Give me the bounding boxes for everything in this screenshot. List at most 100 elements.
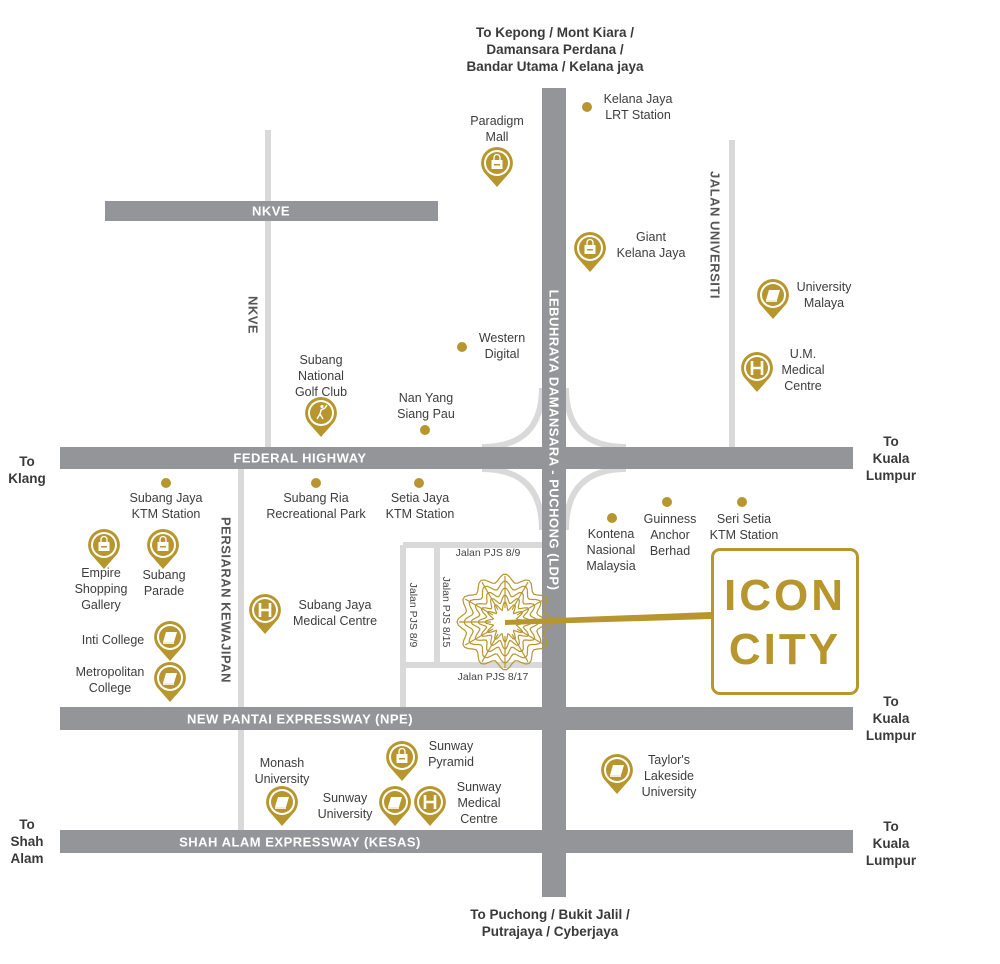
street-label: Jalan PJS 8/9: [455, 547, 521, 559]
place-label-line: LRT Station: [605, 108, 671, 122]
ldp-highway: [542, 88, 566, 897]
place-label-line: Sunway: [428, 739, 474, 753]
place-label-line: Kontena: [587, 527, 635, 541]
location-dot-icon: [737, 497, 747, 507]
place-label-line: Malaya: [803, 296, 845, 310]
shopping-bag-icon: [145, 527, 181, 571]
npe-highway: [60, 707, 853, 730]
shopping-bag-icon: [384, 739, 420, 783]
place-label-line: Guinness: [643, 512, 697, 526]
map-pin: [145, 527, 181, 571]
jalan-universiti-label: JALAN UNIVERSITI: [707, 171, 723, 299]
place-label-line: Setia Jaya: [390, 491, 450, 505]
place-label-line: University: [641, 785, 697, 799]
map-pin: [599, 752, 635, 796]
location-dot-icon: [607, 513, 617, 523]
logo-spoke: [481, 581, 499, 611]
npe-label: NEW PANTAI EXPRESSWAY (NPE): [186, 711, 414, 727]
place-label-line: Sunway: [322, 791, 368, 805]
place-label-line: National: [298, 369, 344, 383]
book-icon: [377, 784, 413, 828]
place-label-line: Metropolitan: [75, 665, 145, 679]
place-label-line: University: [254, 772, 310, 786]
place-label-line: Giant: [636, 230, 666, 244]
place-label-line: Lakeside: [643, 769, 695, 783]
place-label-line: Medical: [781, 363, 825, 377]
place-label-line: Anchor: [650, 528, 690, 542]
logo-spoke: [516, 598, 546, 616]
icon-city-callout: ICON CITY: [711, 548, 859, 695]
location-dot-icon: [582, 102, 592, 112]
logo-spoke: [481, 633, 499, 663]
logo-spoke: [511, 633, 529, 663]
project-name-line2: CITY: [728, 625, 842, 674]
place-label-line: Inti College: [81, 633, 145, 647]
place-label-line: Shopping: [74, 582, 128, 596]
destination-north: To Kepong / Mont Kiara /Damansara Perdan…: [466, 25, 644, 74]
map-pin: [152, 619, 188, 663]
place-label-line: Paradigm: [470, 114, 524, 128]
map-pin: [412, 784, 448, 828]
map-pin: [755, 277, 791, 321]
nkve-vertical-label: NKVE: [245, 295, 261, 335]
place-label-line: Siang Pau: [397, 407, 455, 421]
place-label-line: KTM Station: [709, 528, 779, 542]
place-label-line: KTM Station: [385, 507, 455, 521]
interchange-ramp: [563, 387, 627, 450]
place-label-line: Centre: [460, 812, 498, 826]
shopping-bag-icon: [479, 145, 515, 189]
book-icon: [755, 277, 791, 321]
kesas-label: SHAH ALAM EXPRESSWAY (KESAS): [179, 834, 421, 850]
map-pin: [303, 395, 339, 439]
ldp-label: LEBUHRAYA DAMANSARA - PUCHONG (LDP): [546, 289, 562, 591]
place-label-line: Golf Club: [294, 385, 348, 399]
nkve-label: NKVE: [251, 203, 291, 219]
book-icon: [599, 752, 635, 796]
book-icon: [152, 619, 188, 663]
place-label-line: Malaysia: [586, 559, 636, 573]
place-label-line: Centre: [784, 379, 822, 393]
location-dot-icon: [457, 342, 467, 352]
place-label-line: Sunway: [456, 780, 502, 794]
map-pin: [264, 784, 300, 828]
place-label-line: Subang: [299, 353, 343, 367]
map-pin: [247, 592, 283, 636]
map-pin: [739, 350, 775, 394]
place-label-line: College: [88, 681, 132, 695]
map-pin: [86, 527, 122, 571]
place-label-line: University: [317, 807, 373, 821]
place-label-line: Medical Centre: [292, 614, 378, 628]
street-label: Jalan PJS 8/17: [457, 671, 529, 683]
persiaran-kewajipan-label: PERSIARAN KEWAJIPAN: [218, 516, 234, 684]
book-icon: [264, 784, 300, 828]
street-label: Jalan PJS 8/15: [440, 576, 452, 648]
logo-spoke: [464, 598, 494, 616]
place-label-line: Kelana Jaya: [616, 246, 686, 260]
hospital-icon: [247, 592, 283, 636]
place-label-line: Recreational Park: [266, 507, 366, 521]
place-label-line: Subang: [142, 568, 186, 582]
project-name-line1: ICON: [724, 571, 846, 620]
hospital-icon: [412, 784, 448, 828]
golf-icon: [303, 395, 339, 439]
